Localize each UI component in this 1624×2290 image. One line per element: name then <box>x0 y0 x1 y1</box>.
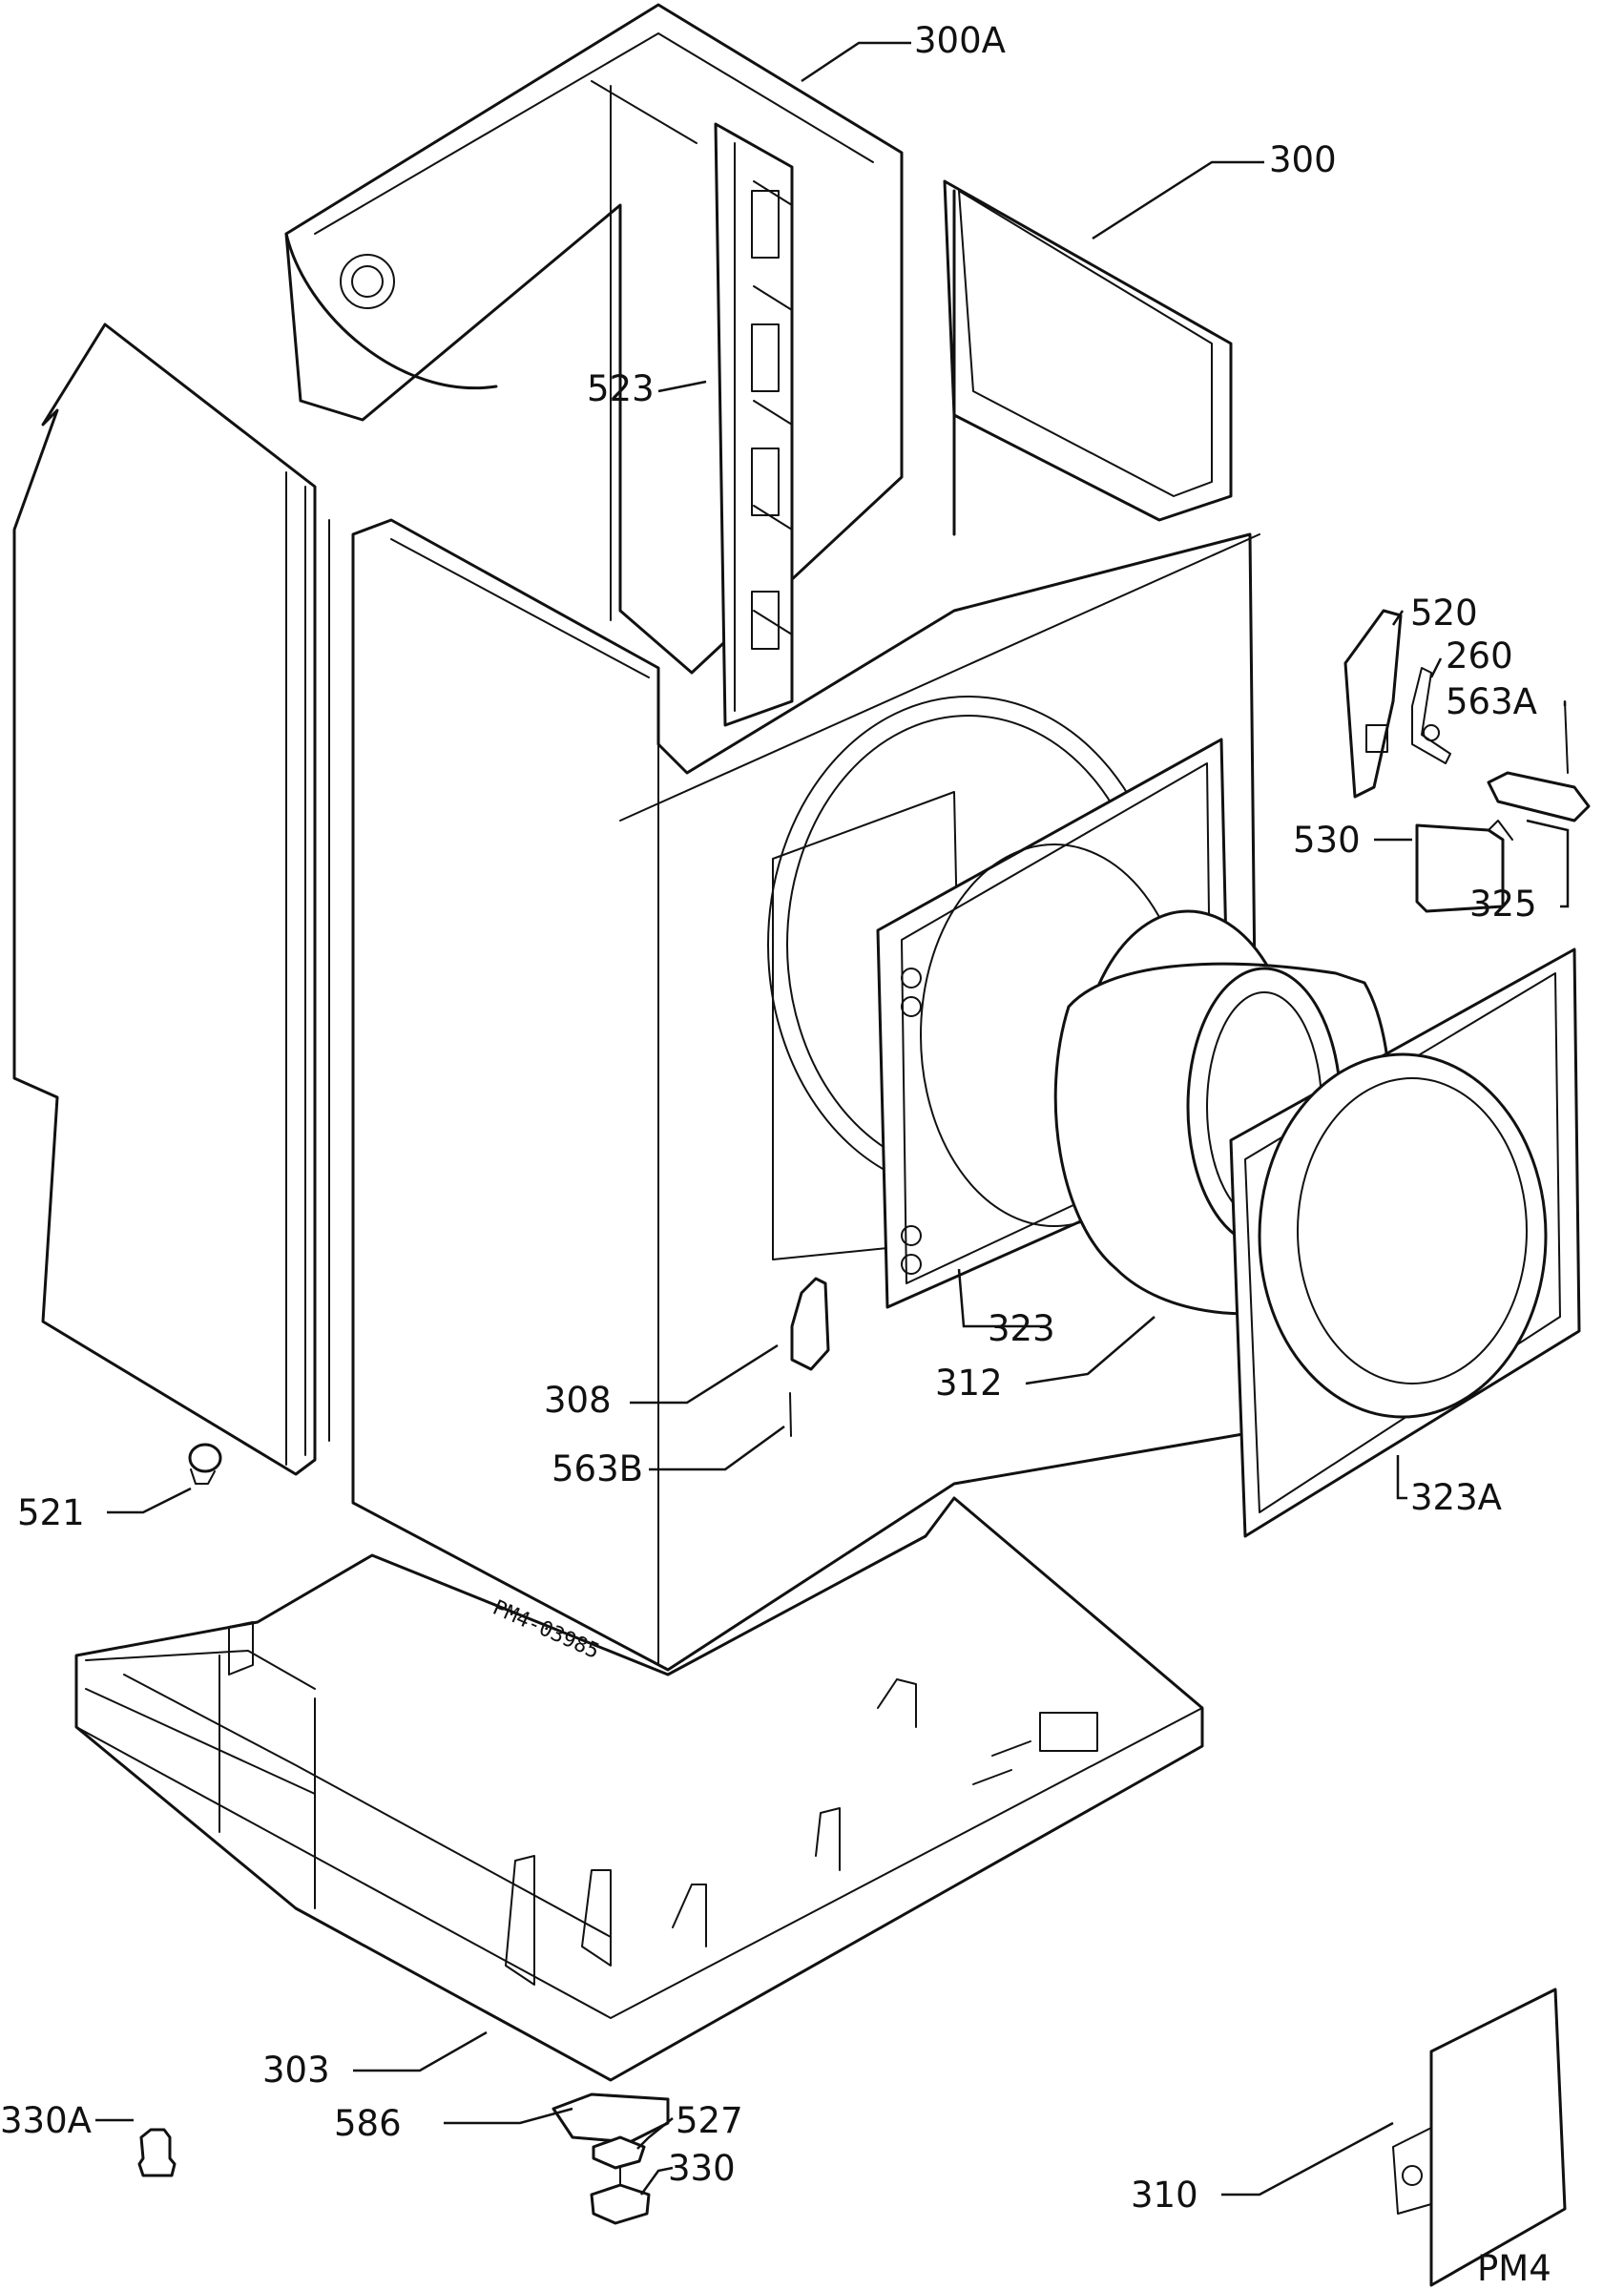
label-521: 521 <box>17 1492 85 1533</box>
base-frame <box>74 1496 1204 2225</box>
lock-washer-527 <box>592 2135 646 2170</box>
label-260: 260 <box>1446 635 1513 677</box>
label-586: 586 <box>334 2103 402 2144</box>
base-frame-body <box>74 1496 1204 2082</box>
latch-lever-325 <box>1487 771 1591 822</box>
page-id-label: PM4 <box>1477 2248 1551 2289</box>
latch-parts <box>1343 609 1591 913</box>
service-panel-body <box>1429 1988 1567 2287</box>
inner-bracket <box>714 122 794 727</box>
label-520: 520 <box>1410 593 1478 634</box>
label-303: 303 <box>262 2050 330 2091</box>
clip-308 <box>790 1277 830 1371</box>
label-523: 523 <box>587 368 655 409</box>
label-323: 323 <box>988 1308 1055 1349</box>
hinge-bracket-520 <box>1343 609 1403 799</box>
label-300A: 300A <box>914 20 1006 61</box>
adjustable-foot-330 <box>590 2183 651 2225</box>
label-330A: 330A <box>0 2100 92 2141</box>
service-panel-310 <box>1392 1988 1567 2287</box>
label-323A: 323A <box>1410 1477 1502 1518</box>
leader-lines <box>95 41 1570 2196</box>
door-ring <box>1229 947 1581 1538</box>
screw-521 <box>188 1443 222 1485</box>
label-325: 325 <box>1469 884 1537 925</box>
label-330: 330 <box>668 2148 736 2189</box>
right-side-frame <box>943 179 1233 522</box>
foot-330A <box>137 2128 177 2177</box>
label-563A: 563A <box>1446 681 1537 722</box>
clip-parts <box>789 1277 830 1437</box>
label-563B: 563B <box>552 1448 643 1489</box>
label-527: 527 <box>676 2100 743 2141</box>
left-side-panel <box>12 323 317 1476</box>
label-300: 300 <box>1269 139 1337 180</box>
label-308: 308 <box>544 1380 612 1421</box>
label-312: 312 <box>935 1363 1003 1404</box>
label-530: 530 <box>1293 820 1361 861</box>
label-310: 310 <box>1131 2175 1198 2216</box>
